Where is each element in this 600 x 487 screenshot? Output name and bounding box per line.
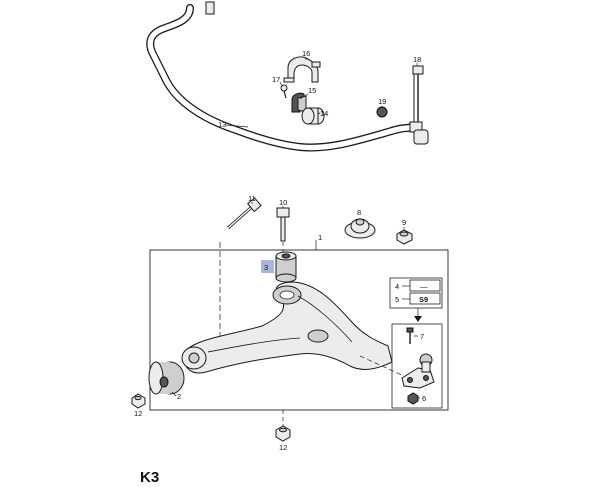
legend-row5-code: S9	[419, 295, 428, 304]
label-8: 8	[357, 208, 361, 217]
clamp-bolt[interactable]	[280, 84, 288, 99]
bottom-nut-center[interactable]	[275, 425, 291, 442]
down-arrow-icon	[414, 316, 422, 322]
rear-bushing[interactable]	[148, 361, 185, 395]
highlight-box	[261, 260, 274, 273]
label-12-center: 12	[279, 443, 287, 452]
legend-row4-code: —	[420, 282, 428, 291]
legend-row4-num: 4	[395, 282, 399, 291]
label-7: 7	[420, 332, 424, 341]
label-15: 15	[308, 86, 316, 95]
stabilizer-bracket[interactable]	[291, 92, 307, 113]
legend-row5-num: 5	[395, 295, 399, 304]
ball-joint-nut[interactable]	[407, 392, 419, 405]
section-code: K3	[140, 469, 159, 486]
front-bolt[interactable]	[227, 197, 262, 230]
label-14: 14	[320, 109, 328, 118]
control-arm-bushing[interactable]	[275, 251, 297, 283]
stabilizer-bushing[interactable]	[301, 107, 325, 125]
ball-joint-frame	[391, 323, 443, 409]
part-labels: 16 17 15 14 13 19 18 11 10 8 9 1 3 2 12 …	[134, 49, 428, 452]
label-16: 16	[302, 49, 310, 58]
label-12-left: 12	[134, 409, 142, 418]
label-18: 18	[413, 55, 421, 64]
stabilizer-link[interactable]	[409, 65, 429, 145]
label-3: 3	[264, 263, 268, 272]
stabilizer-bar-end	[205, 1, 215, 15]
ball-joint-bolt[interactable]	[406, 327, 414, 344]
rear-bolt[interactable]	[276, 207, 290, 242]
link-nut[interactable]	[376, 106, 388, 118]
kit-legend	[389, 277, 443, 309]
lower-control-arm[interactable]	[181, 281, 393, 374]
label-1: 1	[318, 233, 322, 242]
label-19: 19	[378, 97, 386, 106]
label-13: 13	[218, 120, 226, 129]
stabilizer-bar[interactable]	[146, 1, 418, 152]
label-6: 6	[422, 394, 426, 403]
label-10: 10	[279, 198, 287, 207]
bushing-washer[interactable]	[344, 218, 376, 239]
ball-joint[interactable]	[401, 353, 435, 389]
lock-nut[interactable]	[396, 229, 413, 245]
label-9: 9	[402, 218, 406, 227]
label-2: 2	[177, 392, 181, 401]
label-11: 11	[248, 194, 256, 203]
bottom-nut-left[interactable]	[131, 393, 146, 409]
label-17: 17	[272, 75, 280, 84]
stabilizer-clamp[interactable]	[283, 56, 321, 83]
assembly-frame	[149, 249, 449, 411]
